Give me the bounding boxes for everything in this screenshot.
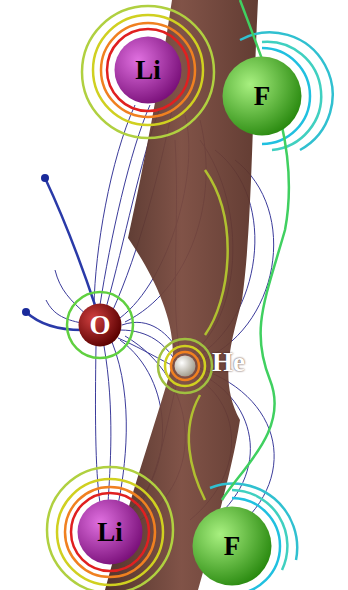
element-symbol: F <box>224 533 241 560</box>
fluorine-atom: F <box>192 506 272 586</box>
element-symbol: O <box>89 312 110 339</box>
helium-atom: He <box>174 355 196 377</box>
oxygen-atom: O <box>78 303 122 347</box>
element-symbol: F <box>254 83 271 110</box>
lithium-atom: Li <box>77 499 143 565</box>
element-symbol: Li <box>135 57 161 84</box>
atom-sphere <box>174 355 196 377</box>
fluorine-atom: F <box>222 56 302 136</box>
element-symbol: He <box>212 349 245 376</box>
element-symbol: Li <box>97 519 123 546</box>
lithium-atom: Li <box>114 36 182 104</box>
